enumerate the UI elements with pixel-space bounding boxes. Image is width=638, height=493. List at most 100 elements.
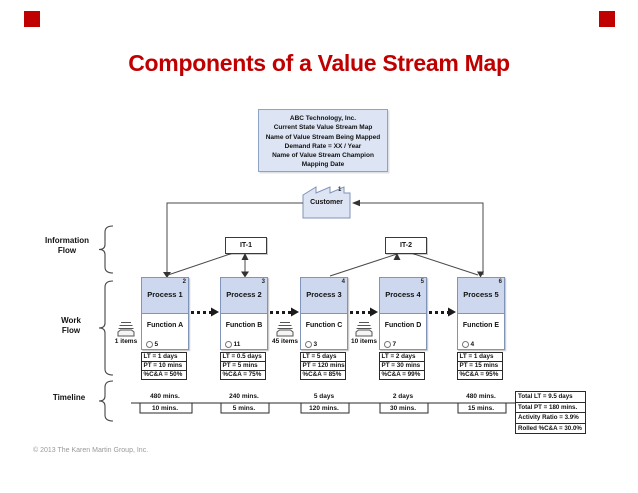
copyright-text: © 2013 The Karen Martin Group, Inc. xyxy=(33,447,149,454)
process-name: Process 1 xyxy=(147,290,183,299)
operator-icon xyxy=(225,341,232,348)
function-label: Function D xyxy=(384,322,422,329)
process-box-5: Process 5 6 Function E 4 xyxy=(457,277,505,350)
process-name: Process 4 xyxy=(385,290,421,299)
summary-box: Total LT = 9.5 days Total PT = 180 mins.… xyxy=(515,391,586,434)
staff-count: 4 xyxy=(462,341,474,348)
process-column-5: Process 5 6 Function E 4 LT = 1 days PT … xyxy=(457,277,505,422)
data-row-lt: LT = 1 days xyxy=(141,352,187,362)
information-flow-label: Information Flow xyxy=(45,236,89,255)
it2-box: IT-2 xyxy=(385,237,427,254)
arrowhead-into-process1 xyxy=(163,272,171,278)
header-line-champion: Name of Value Stream Champion xyxy=(272,152,374,160)
process-column-1: Process 1 2 Function A 5 LT = 1 days PT … xyxy=(141,277,189,422)
data-row-ca: %C&A = 85% xyxy=(300,371,346,380)
header-line-demand-rate: Demand Rate = XX / Year xyxy=(284,142,362,150)
timeline-line xyxy=(131,402,515,414)
process5-to-customer-connector xyxy=(353,202,484,275)
process-box-1-header xyxy=(142,278,188,314)
wait-time-label: 5 days xyxy=(313,393,335,400)
inventory-label-2: 45 items xyxy=(271,338,299,345)
arrowhead-up-into-it1 xyxy=(241,253,249,260)
customer-label: Customer xyxy=(310,199,343,206)
staff-count: 5 xyxy=(146,341,158,348)
data-row-ca: %C&A = 50% xyxy=(141,371,187,380)
process-box-4-header xyxy=(380,278,426,314)
data-row-ca: %C&A = 95% xyxy=(457,371,503,380)
data-row-pt: PT = 10 mins xyxy=(141,362,187,371)
brace-timeline-icon xyxy=(98,380,114,422)
brace-information-flow-icon xyxy=(98,225,114,274)
process-box-1: Process 1 2 Function A 5 xyxy=(141,277,189,350)
wait-time-label: 240 mins. xyxy=(229,393,259,400)
it1-connectors xyxy=(167,252,246,276)
workflow-dotted-arrow-3 xyxy=(350,307,378,317)
workflow-dotted-arrow-1 xyxy=(191,307,219,317)
timeline-label: Timeline xyxy=(52,393,86,402)
process-column-4: Process 4 5 Function D 7 LT = 2 days PT … xyxy=(379,277,427,422)
process-name: Process 5 xyxy=(463,290,499,299)
summary-row-activity-ratio: Activity Ratio = 3.9% xyxy=(515,413,586,424)
customer-number: 1 xyxy=(338,187,342,193)
data-row-lt: LT = 2 days xyxy=(379,352,425,362)
header-line-mapping-date: Mapping Date xyxy=(301,161,345,169)
staff-count: 11 xyxy=(225,341,240,348)
process-box-2: Process 2 3 Function B 11 xyxy=(220,277,268,350)
process-box-4: Process 4 5 Function D 7 xyxy=(379,277,427,350)
header-line-company: ABC Technology, Inc. xyxy=(289,115,357,122)
data-box-1: LT = 1 days PT = 10 mins %C&A = 50% xyxy=(141,352,187,380)
brand-square-left xyxy=(24,11,40,27)
process-number: 5 xyxy=(420,279,424,285)
inventory-label-1: 1 items xyxy=(114,338,138,345)
data-row-pt: PT = 15 mins xyxy=(457,362,503,371)
work-flow-label: Work Flow xyxy=(61,316,81,335)
header-line-state: Current State Value Stream Map xyxy=(273,124,373,132)
data-row-ca: %C&A = 75% xyxy=(220,371,266,380)
process-box-3: Process 3 4 Function C 3 xyxy=(300,277,348,350)
summary-row-rolled-ca: Rolled %C&A = 30.0% xyxy=(515,423,586,434)
process-column-2: Process 2 3 Function B 11 LT = 0.5 days … xyxy=(220,277,268,422)
inventory-icon-2 xyxy=(276,322,294,337)
process-time-label: 120 mins. xyxy=(309,405,339,412)
operator-icon xyxy=(462,341,469,348)
process-box-3-header xyxy=(301,278,347,314)
function-label: Function C xyxy=(305,322,343,329)
data-row-lt: LT = 1 days xyxy=(457,352,503,362)
wait-time-label: 480 mins. xyxy=(150,393,180,400)
vsm-header-box: ABC Technology, Inc. Current State Value… xyxy=(258,109,388,172)
factory-icon xyxy=(302,186,351,219)
summary-row-total-pt: Total PT = 180 mins. xyxy=(515,402,586,413)
workflow-dotted-arrow-2 xyxy=(270,307,299,317)
data-box-3: LT = 5 days PT = 120 mins %C&A = 85% xyxy=(300,352,346,380)
inventory-icon-1 xyxy=(117,322,135,337)
process-time-label: 30 mins. xyxy=(389,405,416,412)
staff-count: 7 xyxy=(384,341,396,348)
header-line-stream-name: Name of Value Stream Being Mapped xyxy=(265,133,381,141)
page-title: Components of a Value Stream Map xyxy=(128,50,510,76)
function-label: Function E xyxy=(462,322,500,329)
arrowhead-up-into-it2 xyxy=(393,253,401,260)
data-row-lt: LT = 0.5 days xyxy=(220,352,266,362)
inventory-icon-3 xyxy=(355,322,373,337)
process-name: Process 2 xyxy=(226,290,262,299)
process-time-label: 15 mins. xyxy=(467,405,494,412)
data-box-2: LT = 0.5 days PT = 5 mins %C&A = 75% xyxy=(220,352,266,380)
arrowhead-into-process5 xyxy=(477,271,484,278)
process-number: 6 xyxy=(498,279,502,285)
process-number: 3 xyxy=(261,279,265,285)
brand-square-right xyxy=(599,11,615,27)
function-label: Function B xyxy=(225,322,263,329)
function-label: Function A xyxy=(146,322,184,329)
process-time-label: 5 mins. xyxy=(232,405,256,412)
it2-connectors xyxy=(329,252,479,277)
workflow-dotted-arrow-4 xyxy=(429,307,456,317)
operator-icon xyxy=(305,341,312,348)
brace-work-flow-icon xyxy=(98,280,114,376)
summary-row-total-lt: Total LT = 9.5 days xyxy=(515,391,586,403)
wait-time-label: 480 mins. xyxy=(466,393,496,400)
data-box-4: LT = 2 days PT = 30 mins %C&A = 99% xyxy=(379,352,425,380)
customer-to-process1-connector xyxy=(166,202,303,274)
process-box-5-header xyxy=(458,278,504,314)
